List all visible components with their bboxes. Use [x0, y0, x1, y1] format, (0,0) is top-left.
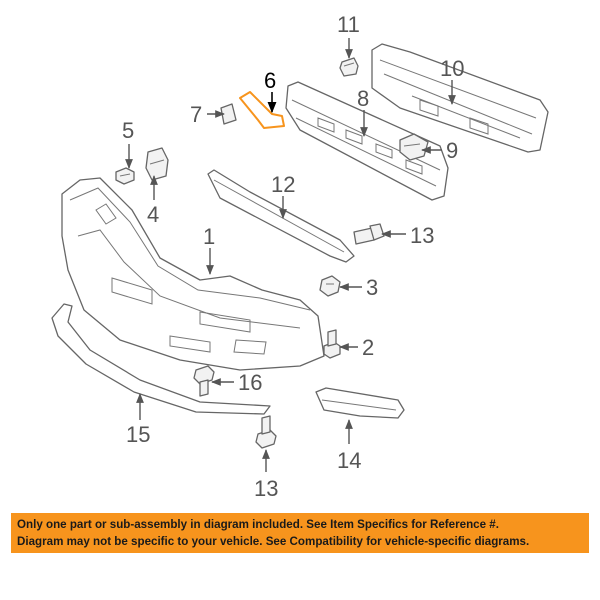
part-11-grommet [339, 57, 359, 77]
callout-3: 3 [366, 275, 378, 300]
part-6-bracket-highlighted [239, 91, 285, 129]
part-15-lower-strip [51, 303, 271, 415]
callout-12: 12 [271, 172, 295, 197]
part-7-clip [220, 103, 237, 125]
callout-6: 6 [264, 68, 276, 93]
callout-labels: 11 10 6 7 8 9 5 4 12 13 1 3 2 16 15 14 1… [122, 12, 464, 501]
callout-7: 7 [190, 102, 202, 127]
compatibility-notice-banner: Only one part or sub-assembly in diagram… [11, 513, 589, 553]
callout-10: 10 [440, 56, 464, 81]
callout-9: 9 [446, 138, 458, 163]
part-1-bumper-cover [61, 177, 325, 371]
callout-8: 8 [357, 86, 369, 111]
parts-diagram: 11 10 6 7 8 9 5 4 12 13 1 3 2 16 15 14 1… [51, 12, 549, 501]
part-9-clip [399, 133, 429, 161]
callout-15: 15 [126, 422, 150, 447]
callout-13-lower: 13 [254, 476, 278, 501]
part-13-screw-upper [353, 223, 385, 245]
callout-2: 2 [362, 335, 374, 360]
callout-5: 5 [122, 118, 134, 143]
part-2-bolt [323, 329, 341, 359]
callout-1: 1 [203, 224, 215, 249]
notice-line-1: Only one part or sub-assembly in diagram… [17, 518, 499, 531]
leader-lines [125, 38, 456, 472]
callout-4: 4 [147, 202, 159, 227]
callout-13-upper: 13 [410, 223, 434, 248]
part-3-nut [319, 275, 341, 297]
part-4-bracket [145, 147, 169, 181]
callout-14: 14 [337, 448, 361, 473]
part-5-bolt [115, 167, 135, 185]
part-10-absorber [371, 43, 549, 153]
callout-11: 11 [337, 12, 360, 37]
part-16-bolt [193, 365, 215, 397]
notice-line-2: Diagram may not be specific to your vehi… [17, 535, 530, 548]
callout-16: 16 [238, 370, 262, 395]
part-13-bolt-lower [255, 415, 277, 449]
part-14-trim [315, 387, 405, 419]
